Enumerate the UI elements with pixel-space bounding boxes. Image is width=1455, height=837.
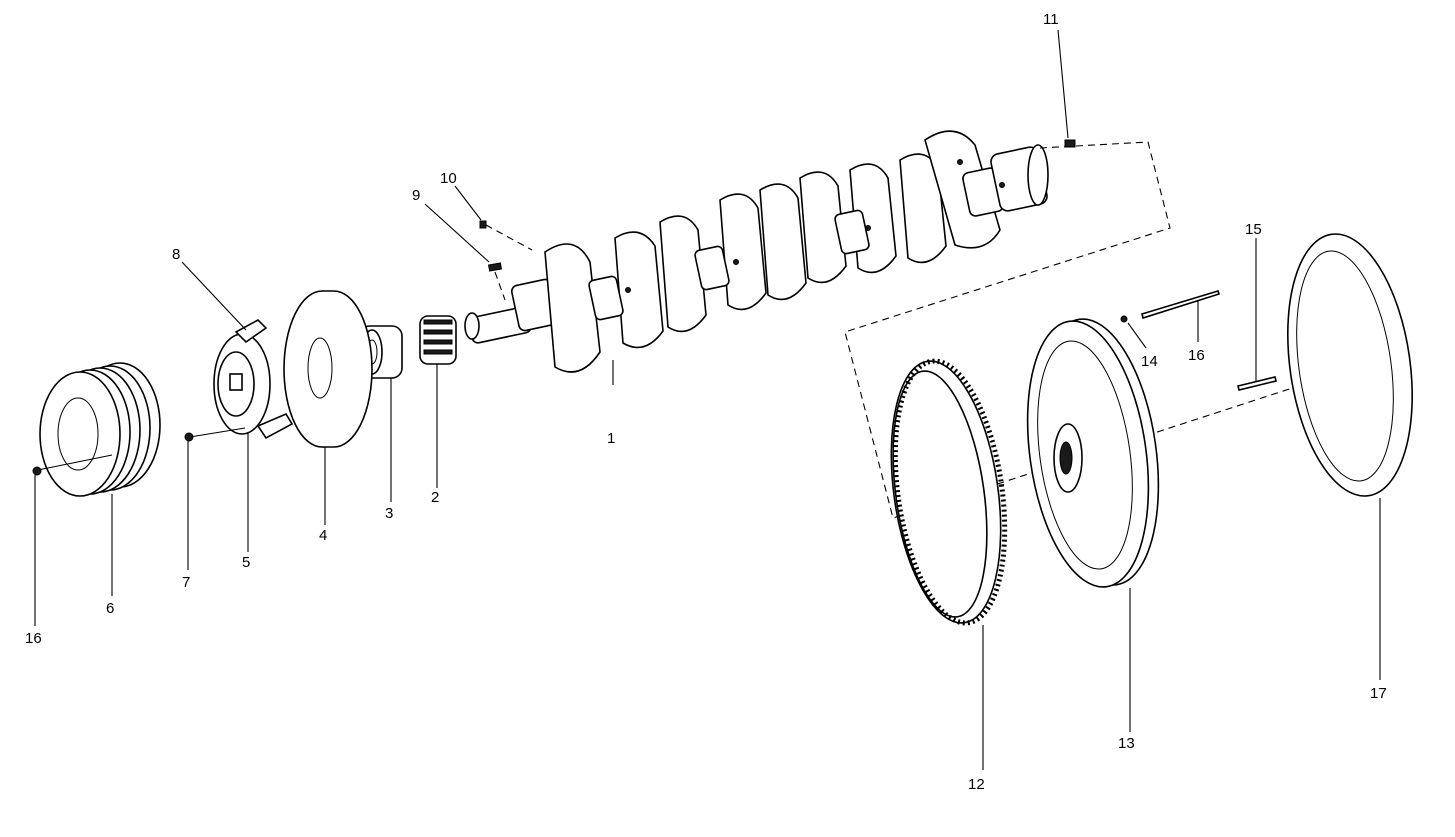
callout-1: 1 xyxy=(607,430,615,447)
pulley-hub xyxy=(213,319,294,440)
ring-gear xyxy=(890,358,1008,626)
callout-11: 11 xyxy=(1043,11,1059,28)
callout-13: 13 xyxy=(1118,735,1135,752)
vibration-damper-disc xyxy=(283,290,373,448)
crank-pulley xyxy=(39,362,161,497)
crankshaft xyxy=(464,130,1049,373)
callout-4: 4 xyxy=(319,527,327,544)
callout-3: 3 xyxy=(385,505,393,522)
dowel-pin-rear xyxy=(1064,139,1076,148)
callout-14: 14 xyxy=(1141,353,1158,370)
woodruff-key xyxy=(487,262,503,272)
pulley-bolt xyxy=(32,454,113,476)
flywheel-dowel xyxy=(1120,315,1128,323)
dowel-pin-front xyxy=(479,220,487,229)
callout-16-flywheel: 16 xyxy=(1188,347,1205,364)
callout-15: 15 xyxy=(1245,221,1262,238)
callout-9: 9 xyxy=(412,187,420,204)
callout-16-pulley: 16 xyxy=(25,630,42,647)
callout-2: 2 xyxy=(431,489,439,506)
hub-bolt xyxy=(184,427,246,442)
callout-12: 12 xyxy=(968,776,985,793)
callout-7: 7 xyxy=(182,574,190,591)
callout-17: 17 xyxy=(1370,685,1387,702)
crank-gear xyxy=(419,315,457,365)
flywheel xyxy=(1026,318,1160,588)
leader-lines xyxy=(34,29,1381,770)
flywheel-long-bolt xyxy=(1141,290,1221,320)
callout-5: 5 xyxy=(242,554,250,571)
flywheel-housing-ring xyxy=(1287,233,1413,497)
callout-8: 8 xyxy=(172,246,180,263)
callout-10: 10 xyxy=(440,170,457,187)
flywheel-bolt xyxy=(1237,376,1277,391)
callout-6: 6 xyxy=(106,600,114,617)
